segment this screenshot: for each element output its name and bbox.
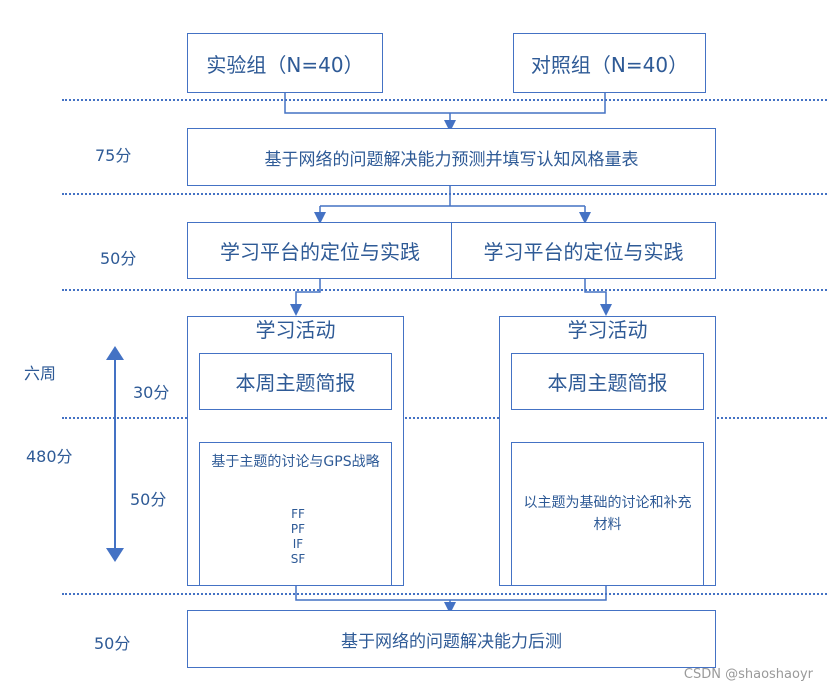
pretest-label: 基于网络的问题解决能力预测并填写认知风格量表 bbox=[264, 149, 639, 170]
time-50-discussion: 50分 bbox=[130, 490, 167, 509]
time-30: 30分 bbox=[133, 383, 170, 402]
platform-right-box: 学习平台的定位与实践 bbox=[451, 222, 716, 279]
time-50-posttest: 50分 bbox=[94, 634, 131, 653]
strategy-pf: PF bbox=[290, 522, 306, 536]
platform-left-box: 学习平台的定位与实践 bbox=[187, 222, 453, 279]
time-75: 75分 bbox=[95, 146, 132, 165]
discussion-right-label: 以主题为基础的讨论和补充材料 bbox=[523, 495, 692, 533]
platform-right-label: 学习平台的定位与实践 bbox=[483, 240, 684, 264]
discussion-left-box bbox=[199, 442, 392, 586]
time-480: 480分 bbox=[26, 447, 73, 466]
separator-1 bbox=[62, 99, 827, 101]
separator-5 bbox=[62, 593, 827, 595]
weekly-right-label: 本周主题简报 bbox=[547, 371, 668, 395]
discussion-right-box: 以主题为基础的讨论和补充材料 bbox=[511, 442, 704, 586]
activity-left-title: 学习活动 bbox=[255, 318, 336, 342]
activity-right-title: 学习活动 bbox=[567, 318, 648, 342]
strategy-sf: SF bbox=[290, 552, 306, 566]
watermark: CSDN @shaoshaoyr bbox=[683, 667, 813, 682]
time-50-platform: 50分 bbox=[100, 249, 137, 268]
separator-3 bbox=[62, 289, 827, 291]
control-group-box: 对照组（N=40） bbox=[513, 33, 706, 93]
experimental-group-box: 实验组（N=40） bbox=[187, 33, 383, 93]
weekly-left-label: 本周主题简报 bbox=[235, 371, 356, 395]
strategy-if: IF bbox=[292, 537, 304, 551]
discussion-left-label: 基于主题的讨论与GPS战略 bbox=[211, 454, 380, 470]
strategy-ff: FF bbox=[291, 507, 305, 521]
weekly-right-box: 本周主题简报 bbox=[511, 353, 704, 410]
time-six-weeks: 六周 bbox=[24, 364, 57, 383]
control-group-label: 对照组（N=40） bbox=[530, 52, 689, 77]
platform-left-label: 学习平台的定位与实践 bbox=[220, 240, 420, 264]
pretest-box: 基于网络的问题解决能力预测并填写认知风格量表 bbox=[187, 128, 716, 186]
separator-2 bbox=[62, 193, 827, 195]
experimental-group-label: 实验组（N=40） bbox=[206, 52, 364, 77]
posttest-label: 基于网络的问题解决能力后测 bbox=[341, 631, 562, 652]
posttest-box: 基于网络的问题解决能力后测 bbox=[187, 610, 716, 668]
separator-4 bbox=[62, 417, 827, 419]
weekly-left-box: 本周主题简报 bbox=[199, 353, 392, 410]
